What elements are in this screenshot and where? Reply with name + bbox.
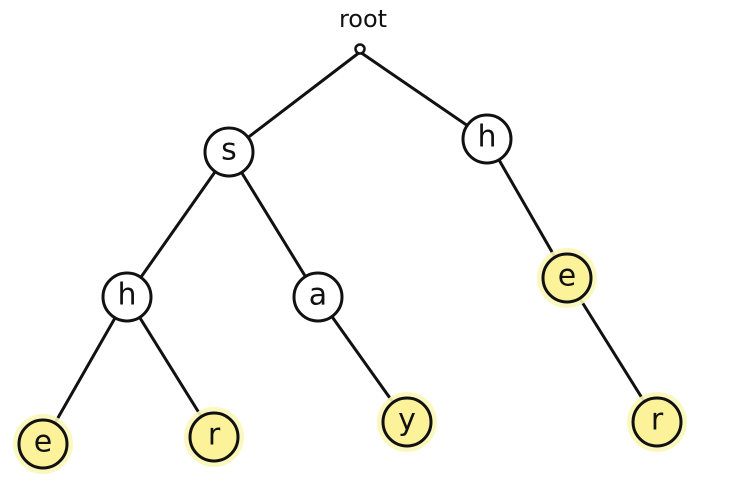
node-s: s [203,126,255,178]
root-label: root [339,5,387,33]
node-label: h [117,278,136,313]
node-circle [381,396,433,448]
edge-root-h1 [358,50,489,141]
node-circle [541,252,593,304]
node-label: e [34,425,52,460]
node-label: e [558,259,576,294]
node-label: s [221,133,237,168]
node-sh_h: h [101,271,153,323]
node-e1: e [13,414,73,474]
node-r1: r [184,407,244,467]
node-circle [203,126,255,178]
node-label: a [309,278,327,313]
node-r2: r [627,392,687,452]
node-circle [292,271,344,323]
node-h1: h [461,113,513,165]
node-y: y [377,392,437,452]
node-label: r [651,403,664,438]
node-circle [17,418,69,470]
nodes-layer: s h h a e r y e r [13,113,687,474]
root-point [354,43,366,55]
node-circle [101,271,153,323]
node-e2: e [537,248,597,308]
edge-root-s [227,50,362,154]
node-a: a [292,271,344,323]
node-label: h [477,120,496,155]
node-circle [631,396,683,448]
edges-layer [41,50,659,446]
node-circle [461,113,513,165]
edge-s-sh_h [125,150,231,299]
node-circle [188,411,240,463]
node-label: r [208,418,221,453]
edge-s-a [227,150,320,299]
node-label: y [398,403,416,438]
